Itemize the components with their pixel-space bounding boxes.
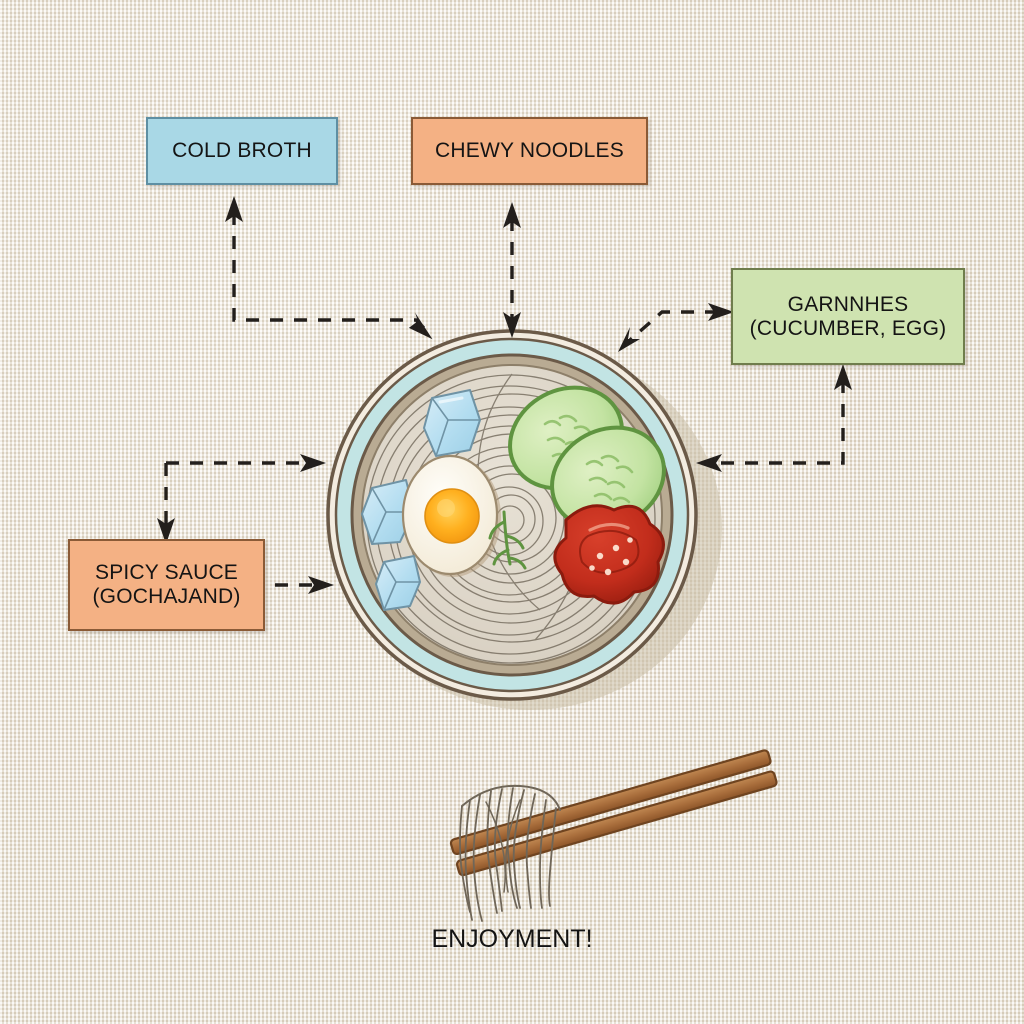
ice-cube-top	[423, 389, 481, 457]
callout-cold-broth[interactable]: COLD BROTH	[146, 117, 338, 185]
callout-chewy-noodles-label: CHEWY NOODLES	[435, 139, 624, 163]
noodle-bowl	[326, 329, 698, 701]
arrowhead-garnish-upper-bowl	[618, 327, 640, 352]
chopsticks	[449, 749, 778, 877]
gochujang-dollop	[553, 504, 665, 605]
callout-chewy-noodles[interactable]: CHEWY NOODLES	[411, 117, 648, 185]
spicy-sauce-connector-upper	[164, 461, 310, 528]
garnishes-connector-lower	[712, 380, 845, 465]
callout-garnishes-label: GARNNHES (CUCUMBER, EGG)	[749, 292, 947, 340]
caption-enjoyment: ENJOYMENT!	[431, 925, 593, 953]
garnishes-connector-upper	[628, 310, 718, 342]
arrowhead-garnish-lower-up	[834, 364, 852, 390]
callout-cold-broth-label: COLD BROTH	[172, 139, 312, 163]
herb-sprig	[488, 510, 527, 570]
arrowhead-cold-broth-bowl	[408, 312, 433, 340]
arrowhead-chewy-up	[503, 202, 521, 228]
arrowhead-spicy-lower-right	[308, 576, 334, 594]
cold-broth-connector	[232, 212, 426, 330]
boiled-egg-half	[401, 454, 501, 577]
ice-cube-bottom	[375, 555, 421, 611]
arrowhead-cold-broth-up	[225, 196, 243, 222]
arrowhead-garnish-lower-left	[696, 454, 722, 472]
arrowhead-garnish-upper-right	[708, 303, 734, 321]
arrowhead-chewy-down	[503, 312, 521, 338]
arrowhead-spicy-upper-right	[300, 454, 326, 472]
arrowhead-spicy-upper-down	[157, 518, 175, 544]
callout-spicy-sauce-label: SPICY SAUCE (GOCHAJAND)	[92, 561, 241, 608]
callout-garnishes[interactable]: GARNNHES (CUCUMBER, EGG)	[731, 268, 965, 365]
callout-spicy-sauce[interactable]: SPICY SAUCE (GOCHAJAND)	[68, 539, 265, 631]
ice-cube-left	[361, 479, 415, 545]
noodle-bundle	[459, 784, 561, 922]
arrowhead-layer	[157, 196, 852, 594]
